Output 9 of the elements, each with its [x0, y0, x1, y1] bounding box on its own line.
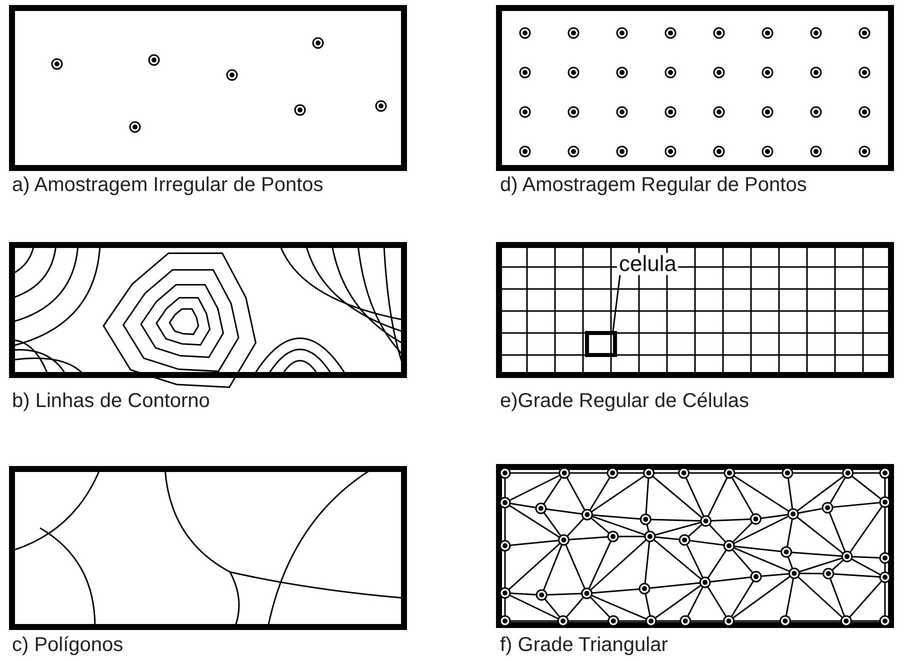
panel-caption: d) Amostragem Regular de Pontos	[500, 174, 807, 197]
highlighted-cell	[585, 331, 617, 357]
panel-caption: a) Amostragem Irregular de Pontos	[12, 174, 324, 197]
cell-label: celula	[617, 253, 678, 275]
panel-caption: e)Grade Regular de Células	[500, 390, 750, 413]
panel-caption: f) Grade Triangular	[500, 634, 668, 657]
panel-caption: b) Linhas de Contorno	[12, 390, 210, 413]
leader-line	[612, 274, 621, 332]
panel-caption: c) Polígonos	[12, 634, 124, 657]
